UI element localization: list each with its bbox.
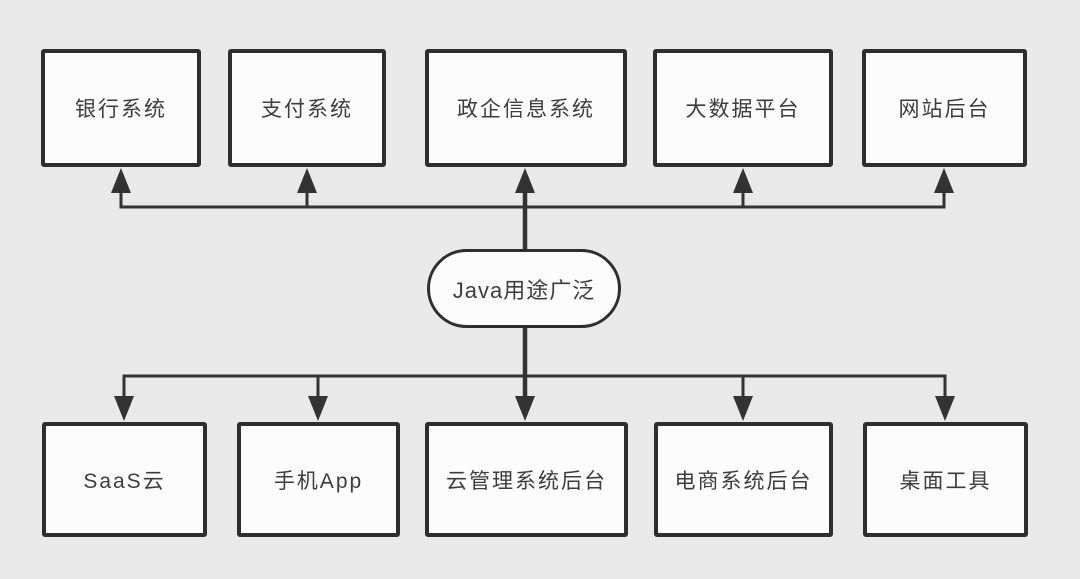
node-payment-system: 支付系统 — [228, 49, 386, 167]
node-ecommerce-backend: 电商系统后台 — [654, 422, 833, 537]
node-gov-enterprise-info-system: 政企信息系统 — [425, 49, 627, 167]
node-label: 网站后台 — [898, 98, 991, 121]
node-label: 支付系统 — [261, 98, 353, 121]
top-bus-line — [119, 193, 946, 209]
node-cloud-mgmt-backend: 云管理系统后台 — [425, 422, 628, 537]
arrow-down-desktop — [935, 396, 955, 421]
bottom-bus-line — [122, 374, 947, 397]
node-java-center: Java用途广泛 — [427, 249, 621, 328]
node-mobile-app: 手机App — [237, 422, 400, 537]
node-website-backend: 网站后台 — [862, 49, 1027, 167]
arrow-down-saas — [114, 396, 134, 421]
arrow-up-bigdata — [733, 168, 753, 193]
node-label: 电商系统后台 — [674, 469, 813, 493]
node-label: 桌面工具 — [899, 469, 992, 493]
arrow-down-mobile-app — [308, 396, 328, 421]
node-desktop-tools: 桌面工具 — [863, 422, 1028, 537]
node-label: SaaS云 — [83, 469, 166, 493]
arrow-up-gov-info — [515, 168, 535, 193]
arrow-up-banking — [111, 168, 131, 193]
node-label: 大数据平台 — [685, 98, 801, 121]
arrow-down-ecommerce — [733, 396, 753, 421]
arrow-down-cloud-mgmt — [515, 396, 535, 421]
arrow-up-website — [934, 168, 954, 193]
node-big-data-platform: 大数据平台 — [653, 49, 833, 167]
node-banking-system: 银行系统 — [41, 49, 201, 167]
center-node-label: Java用途广泛 — [452, 277, 596, 303]
arrow-up-payment — [297, 168, 317, 193]
node-saas-cloud: SaaS云 — [42, 422, 207, 537]
node-label: 银行系统 — [75, 98, 167, 121]
node-label: 政企信息系统 — [457, 98, 595, 121]
node-label: 云管理系统后台 — [446, 469, 607, 493]
node-label: 手机App — [273, 469, 364, 493]
